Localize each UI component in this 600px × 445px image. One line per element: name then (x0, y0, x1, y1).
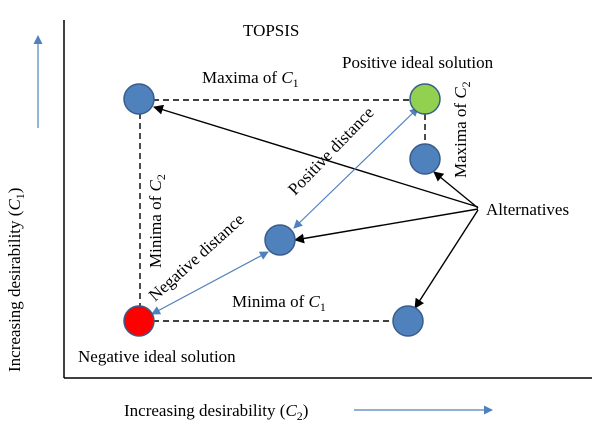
arrow-to-bottom-right (414, 209, 479, 309)
arrow-to-center (294, 208, 479, 244)
positive-ideal-circle (409, 83, 441, 115)
positive-distance-arrow (293, 107, 419, 229)
minima-c1-label: Minima of C1 (232, 292, 326, 314)
maxima-c1-label: Maxima of C1 (202, 68, 299, 90)
y-axis-label: Increasing desirability (C1) (5, 188, 27, 372)
negative-ideal-circle (123, 305, 155, 337)
boundary-dashed-box (139, 99, 426, 322)
maxima-c2-label: Maxima of C2 (451, 81, 473, 178)
negative-distance-arrow (151, 251, 269, 315)
positive-ideal-label: Positive ideal solution (342, 53, 494, 72)
alternative-top-left (123, 83, 155, 115)
alternative-center (264, 224, 296, 256)
diagram-title: TOPSIS (243, 21, 299, 40)
negative-ideal-label: Negative ideal solution (78, 347, 236, 366)
alternatives-label: Alternatives (486, 200, 569, 219)
minima-c2-label: Minima of C2 (146, 174, 168, 268)
x-axis-label: Increasing desirability (C2) (124, 401, 308, 423)
alternative-bottom-right (392, 305, 424, 337)
arrow-to-right-upper (433, 171, 479, 209)
alternative-right-upper (409, 143, 441, 175)
